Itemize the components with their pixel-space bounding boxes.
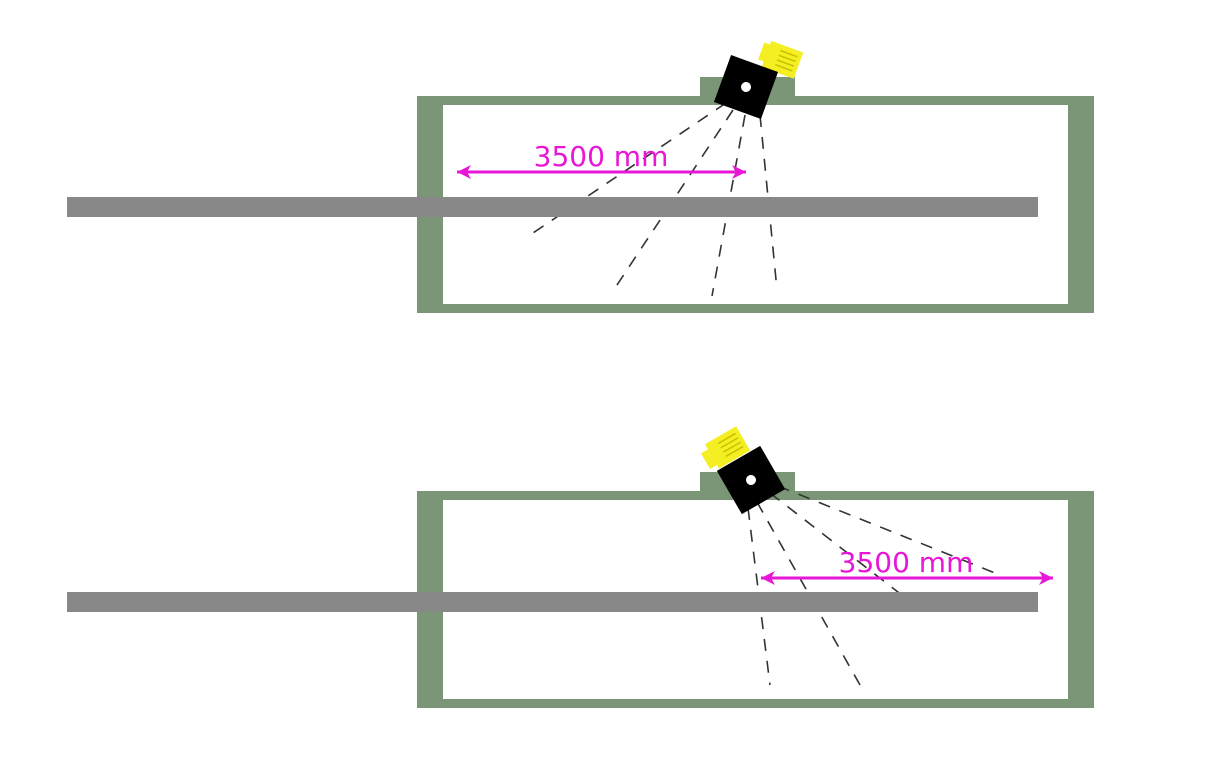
- sensor-lens: [746, 475, 756, 485]
- laser-scanner-icon: [701, 426, 786, 515]
- dimension-measure: 3500 mm: [761, 546, 1053, 585]
- sensor-connector-tab: [758, 42, 776, 64]
- sensor-connector-ribs: [717, 432, 744, 458]
- sensor-connector-tab: [701, 447, 721, 470]
- enclosure-frame: [417, 472, 1094, 708]
- dimension-measure: 3500 mm: [457, 140, 746, 179]
- rail: [67, 197, 1038, 217]
- view-top: 3500 mm: [67, 40, 1094, 313]
- dimension-label: 3500 mm: [534, 140, 669, 173]
- view-bottom: 3500 mm: [67, 426, 1094, 708]
- sensor-lens: [741, 82, 751, 92]
- laser-scanner-icon: [713, 40, 804, 120]
- sensor-connector-ribs: [775, 49, 798, 72]
- rail: [67, 592, 1038, 612]
- dimension-label: 3500 mm: [839, 546, 974, 579]
